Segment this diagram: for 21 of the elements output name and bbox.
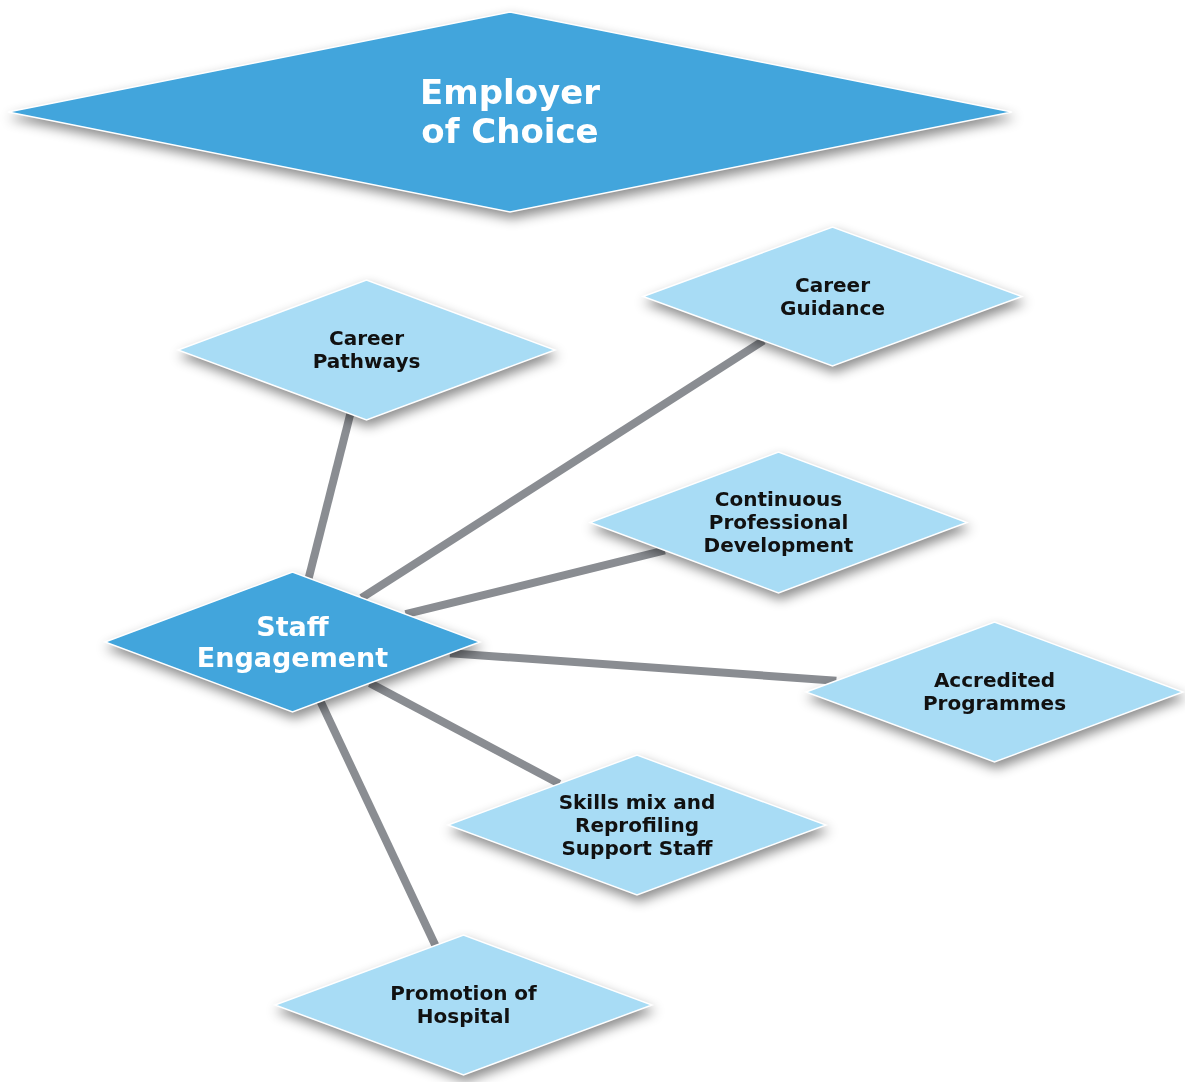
connector-line bbox=[316, 699, 440, 948]
connector-line bbox=[368, 679, 562, 788]
diamond-node bbox=[643, 227, 1022, 366]
diamond-node bbox=[590, 452, 967, 593]
connector-line bbox=[359, 337, 766, 602]
diamond-node bbox=[448, 755, 826, 895]
diamond-label: Career Guidance bbox=[779, 273, 886, 320]
diamond-node bbox=[275, 935, 652, 1075]
diamond-node bbox=[178, 280, 555, 420]
diamond-label: Promotion of Hospital bbox=[389, 982, 538, 1028]
diamond-node bbox=[105, 572, 480, 712]
connector-line bbox=[404, 546, 666, 619]
diamond-label: Accredited Programmes bbox=[921, 669, 1068, 715]
diamond-label: Skills mix and Reprofiling Support Staff bbox=[557, 790, 717, 860]
connector-line bbox=[449, 649, 837, 685]
diamond-label: Career Pathways bbox=[311, 327, 422, 373]
connector-line bbox=[304, 413, 355, 580]
diamond-label: Continuous Professional Development bbox=[702, 488, 855, 557]
diamond-node bbox=[806, 622, 1183, 762]
diamond-label: Staff Engagement bbox=[195, 610, 390, 674]
diamond-label: Employer of Choice bbox=[419, 72, 601, 152]
